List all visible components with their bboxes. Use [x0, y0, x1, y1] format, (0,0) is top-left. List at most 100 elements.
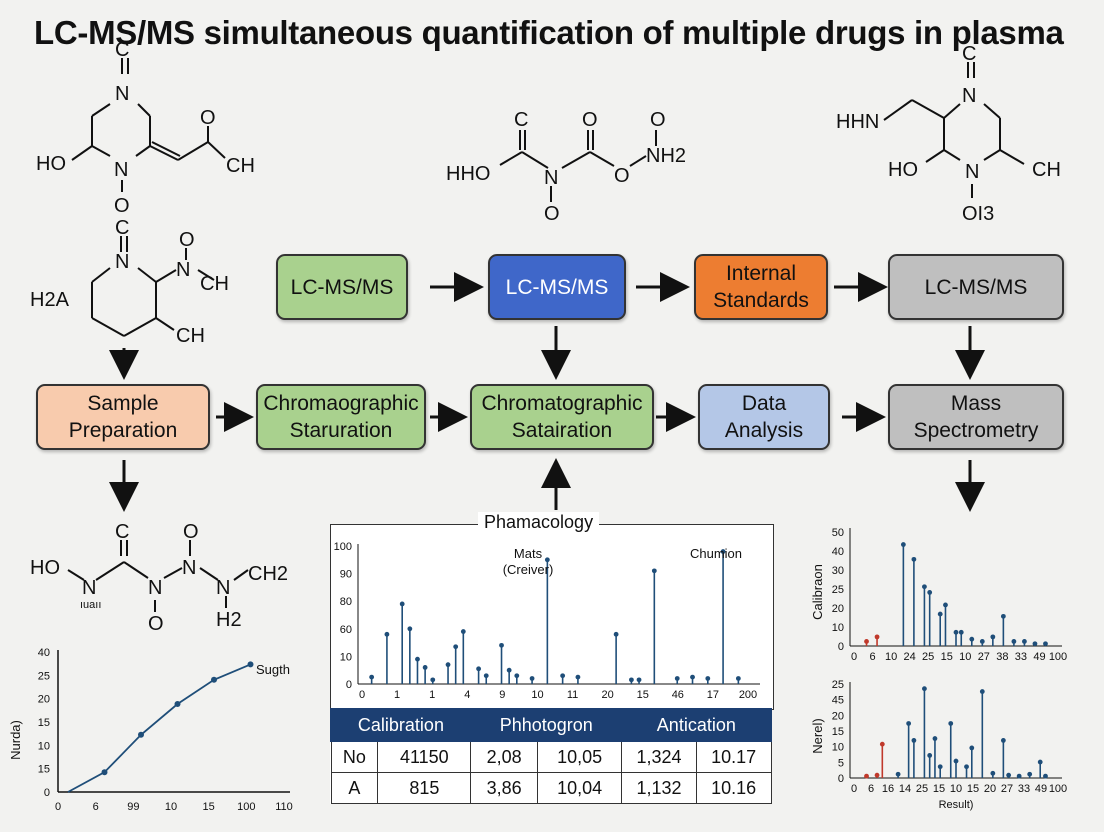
mol3-ch: CH [1032, 159, 1061, 181]
mol2-o-mid: O [614, 165, 630, 187]
spectrum-bottom-right-peak-tip [1000, 738, 1006, 743]
spectrum-main-xtick: 11 [567, 689, 578, 701]
line-chart-point [101, 769, 108, 776]
spectrum-top-right-ytick: 30 [832, 565, 844, 577]
mol5-n2: N [148, 577, 162, 599]
spectrum-main-peak-tip [720, 549, 726, 554]
spectrum-bottom-right-peak-tip [864, 773, 869, 779]
line-chart-xtick: 6 [93, 801, 99, 813]
line-chart-xtick: 10 [165, 801, 177, 813]
spectrum-main-peak-tip [560, 673, 566, 679]
mol4-n-right: N [176, 259, 190, 281]
spectrum-top-right-xtick: 38 [996, 651, 1008, 663]
mol2-o-bot: O [544, 203, 560, 225]
spectrum-top-right-peak-tip [958, 629, 964, 635]
spectrum-bottom-right-peak-tip [879, 741, 885, 747]
spectrum-bottom-right-peak-tip [937, 764, 943, 770]
mol5-n4: N [216, 577, 230, 599]
spectrum-main-ytick: 10 [340, 651, 352, 663]
table-cell: 10.17 [695, 740, 772, 773]
spectrum-main-peak-tip [506, 667, 512, 673]
spectrum-bottom-right-xtick: 15 [933, 783, 945, 795]
mol4-o: O [179, 229, 195, 251]
spectrum-bottom-right-peak-tip [1016, 773, 1022, 779]
spectrum-bottom-right-xtick: 0 [851, 783, 857, 795]
spectrum-bottom-right-peak-tip [953, 758, 959, 764]
spectrum-bottom-right-ytick: 0 [838, 773, 844, 785]
mol2-c: C [514, 109, 528, 131]
table-cell: 815 [377, 772, 472, 804]
spectrum-top-right-peak-tip [874, 634, 880, 640]
mol4-ch-right: CH [200, 273, 229, 295]
mol5-ch2: CH2 [248, 563, 288, 585]
flow-box-chromatographic: Chromatographic Satairation [470, 384, 654, 450]
spectrum-main-xtick: 1 [394, 689, 400, 701]
mol2-o-top2: O [650, 109, 666, 131]
spectrum-bottom-right-peak-tip [922, 686, 927, 692]
spectrum-bottom-right-peak-tip [895, 771, 901, 777]
spectrum-top-right-peak-tip [864, 639, 869, 644]
spectrum-main-annotation-1a: Mats [514, 546, 543, 561]
mol2-n: N [544, 167, 558, 189]
spectrum-bottom-right-xtick: 6 [868, 783, 874, 795]
line-chart-ytick: 15 [38, 717, 50, 729]
spectrum-bottom-right-xtick: 25 [916, 783, 928, 795]
spectrum-bottom-right-peak-tip [990, 770, 996, 776]
spectrum-main-peak-tip [514, 673, 520, 679]
spectrum-top-right-peak-tip [937, 611, 943, 617]
spectrum-top-right-peak-tip [1011, 639, 1017, 644]
spectrum-bottom-right-ytick: 25 [832, 679, 844, 691]
spectrum-top-right-xtick: 25 [922, 651, 934, 663]
spectrum-top-right-peak-tip [900, 542, 906, 547]
spectrum-main-ytick: 100 [334, 541, 352, 553]
table-cell: 10,04 [536, 772, 623, 804]
spectrum-top-right-ytick: 40 [832, 546, 844, 558]
table-row: No 41150 2,08 10,05 1,324 10.17 [330, 740, 772, 773]
mol5-n3: N [182, 557, 196, 579]
spectrum-top-right-ylabel: Calibraon [810, 564, 825, 620]
mol3-c: C [962, 43, 976, 65]
line-chart-series [67, 663, 251, 793]
spectrum-main-peak-tip [483, 673, 489, 679]
spectrum-main-ytick: 80 [340, 596, 352, 608]
line-chart-xtick: 99 [127, 801, 139, 813]
spectrum-top-right-xtick: 10 [959, 651, 971, 663]
spectrum-main-peak-tip [499, 642, 504, 648]
spectrum-main-xtick: 4 [464, 689, 470, 701]
line-chart-ytick: 10 [38, 740, 50, 752]
mol3-ho: HO [888, 159, 918, 181]
flow-box-lcms-3: LC-MS/MS [888, 254, 1064, 320]
results-table: Calibration Phhotogron Antication No 411… [330, 708, 773, 804]
spectrum-bottom-right-peak-tip [906, 721, 912, 726]
table-cell: 3,86 [470, 772, 538, 804]
spectrum-main-xtick: 0 [359, 689, 365, 701]
mol1-ho: HO [36, 153, 66, 175]
spectrum-top-right-peak-tip [911, 556, 917, 562]
spectrum-top-right-peak-tip [1032, 641, 1038, 647]
spectrum-top-right-xtick: 0 [851, 651, 857, 663]
line-chart-ytick: 20 [38, 694, 50, 706]
spectrum-main-xtick: 10 [531, 689, 543, 701]
spectrum-top-right-peak-tip [969, 636, 975, 642]
spectrum-main-peak-tip [453, 644, 459, 650]
flow-box-lcms-1: LC-MS/MS [276, 254, 408, 320]
mol1-n-top: N [115, 83, 129, 105]
spectrum-bottom-right-xtick: 10 [950, 783, 962, 795]
spectrum-main-xtick: 15 [637, 689, 649, 701]
line-chart-xtick: 100 [237, 801, 255, 813]
spectrum-main-peak-tip [674, 676, 680, 681]
spectrum-main-annotation-1b: (Creiver) [503, 562, 554, 577]
spectrum-main-xtick: 46 [672, 689, 684, 701]
spectrum-main-annotation-2: Chumion [690, 546, 742, 561]
spectrum-main-peak-tip [445, 662, 451, 668]
mol1-c: C [115, 39, 129, 61]
spectrum-main-peak-tip [651, 568, 657, 574]
spectrum-main-peak-tip [735, 676, 741, 681]
spectrum-main-peak-tip [369, 674, 375, 680]
table-header-row: Calibration Phhotogron Antication [330, 708, 773, 742]
spectrum-main-peak-tip [613, 631, 619, 637]
